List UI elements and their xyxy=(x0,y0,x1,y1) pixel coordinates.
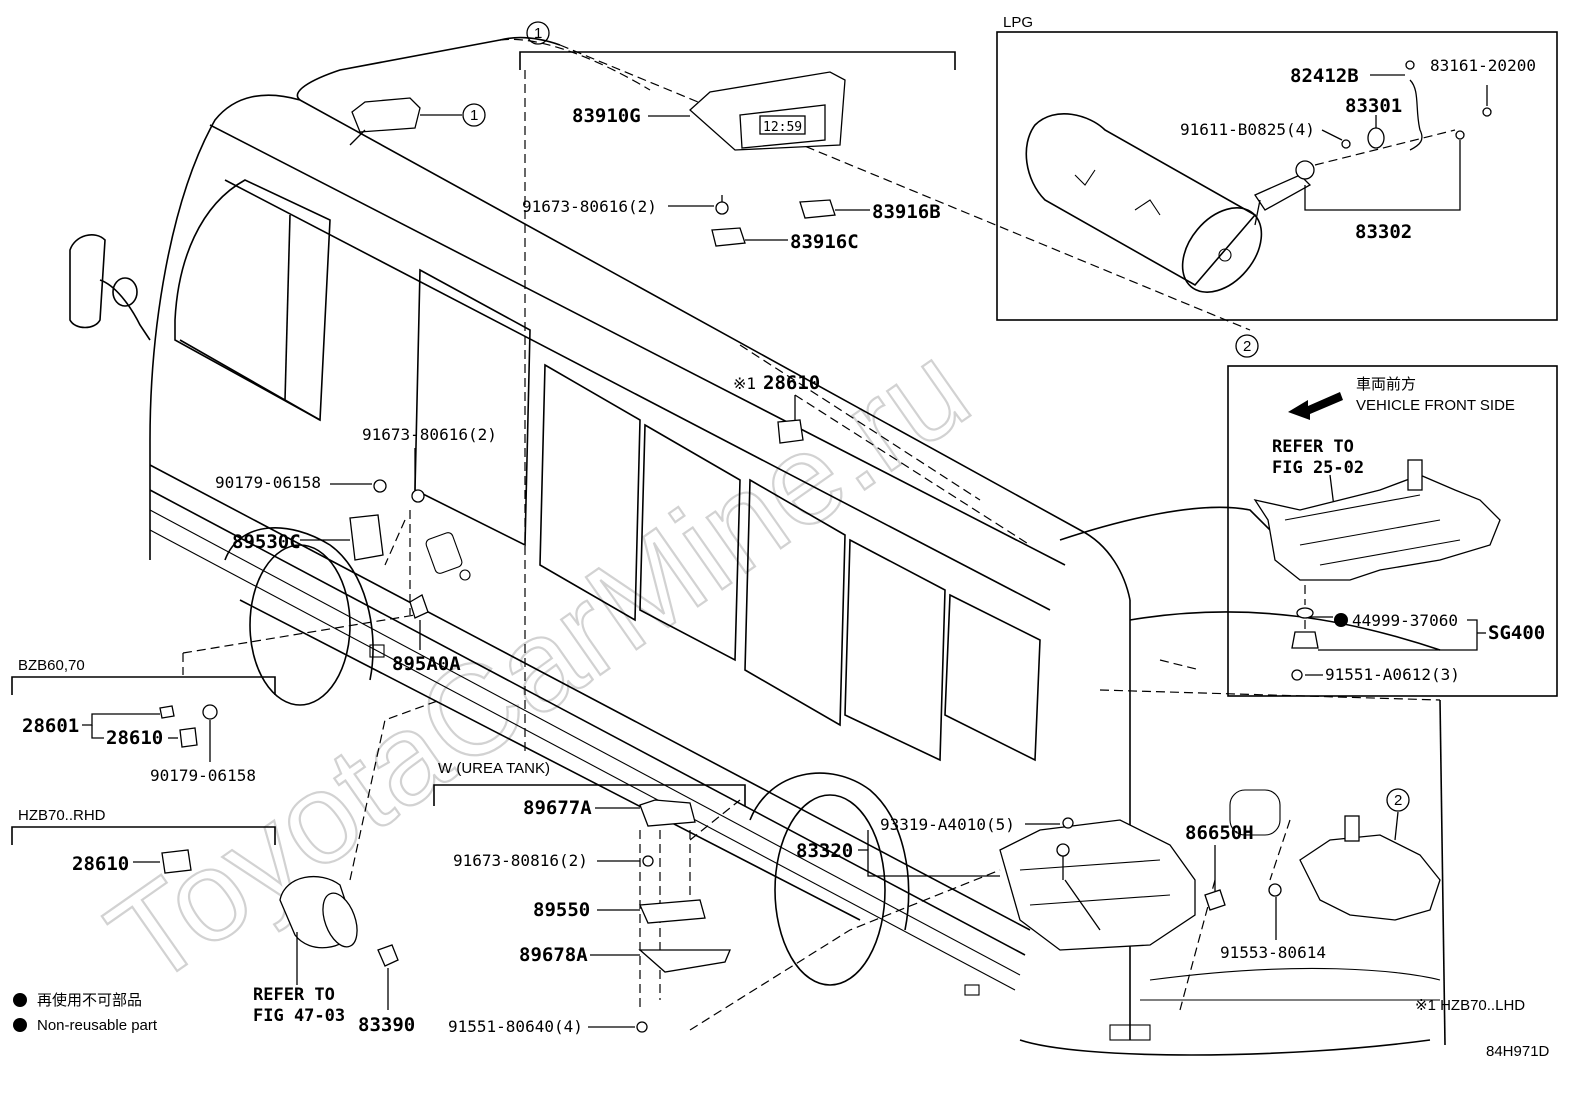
part-SG400[interactable]: SG400 xyxy=(1488,622,1545,644)
dashed-leaders xyxy=(182,70,1441,1031)
bzb-title: BZB60,70 xyxy=(18,657,85,674)
arrow-left-icon xyxy=(1288,392,1343,420)
part-91673-80616-top[interactable]: 91673-80616(2) xyxy=(522,197,657,216)
bracket-83916C-shape xyxy=(711,227,746,247)
part-91673-80816[interactable]: 91673-80816(2) xyxy=(453,851,588,870)
inset-2: 2 車両前方 VEHICLE FRONT SIDE REFER TO FIG 2… xyxy=(1227,334,1558,697)
part-89530C[interactable]: 89530C xyxy=(232,531,301,553)
legend-en: Non-reusable part xyxy=(37,1017,158,1034)
part-89678A[interactable]: 89678A xyxy=(519,944,588,966)
part-83161-20200[interactable]: 83161-20200 xyxy=(1430,56,1536,75)
legend-dot-en-icon xyxy=(13,1018,27,1032)
part-83916C[interactable]: 83916C xyxy=(790,231,859,253)
callout-1-roof xyxy=(462,103,486,127)
part-28610-main[interactable]: 28610 xyxy=(763,372,820,394)
part-83301[interactable]: 83301 xyxy=(1345,95,1402,117)
refer-fig-horn: FIG 47-03 xyxy=(253,1006,345,1026)
clock-display: 12:59 xyxy=(763,120,802,135)
part-91553-80614[interactable]: 91553-80614 xyxy=(1220,943,1326,962)
part-86650H[interactable]: 86650H xyxy=(1185,822,1254,844)
part-91551-80640[interactable]: 91551-80640(4) xyxy=(448,1017,583,1036)
callout-2-rear-label: 2 xyxy=(1394,792,1402,809)
refer-to-horn: REFER TO xyxy=(253,985,335,1005)
lpg-inset-box xyxy=(996,31,1558,321)
urea-section: W (UREA TANK) 89677A 91673-80816(2) 8955… xyxy=(433,760,746,1036)
refer-to-inset: REFER TO xyxy=(1272,437,1354,457)
legend-dot-jp-icon xyxy=(13,993,27,1007)
inset-2-box xyxy=(1227,365,1558,697)
overhead-clock-part: 12:59 xyxy=(689,71,846,151)
refer-fig-inset: FIG 25-02 xyxy=(1272,458,1364,478)
front-direction-jp: 車両前方 xyxy=(1356,376,1416,393)
front-direction-en: VEHICLE FRONT SIDE xyxy=(1356,397,1515,414)
part-91611-B0825[interactable]: 91611-B0825(4) xyxy=(1180,120,1315,139)
lpg-inset: LPG 82412B 83161-20200 83301 91611-B0825… xyxy=(996,14,1558,321)
lpg-tank xyxy=(1025,113,1263,293)
horn-section: REFER TO FIG 47-03 83390 xyxy=(253,875,415,1036)
rear-tank-section: 93319-A4010(5) 83320 xyxy=(796,815,1196,951)
bzb-section: BZB60,70 28601 28610 90179-06158 xyxy=(11,657,276,785)
part-83910G[interactable]: 83910G xyxy=(572,105,641,127)
part-91551-A0612[interactable]: 91551-A0612(3) xyxy=(1325,665,1460,684)
bracket-83916B-shape xyxy=(799,199,836,219)
bolt-icon xyxy=(715,201,729,215)
bus-body xyxy=(69,36,1446,1056)
rear-right-section: 86650H 91553-80614 2 xyxy=(1185,788,1441,962)
center-parts: ※1 28610 91673-80616(2) 90179-06158 8953… xyxy=(215,372,820,675)
part-93319-A4010[interactable]: 93319-A4010(5) xyxy=(880,815,1015,834)
legend: 再使用不可部品 Non-reusable part xyxy=(13,992,158,1034)
roof-part: 1 xyxy=(349,97,486,146)
part-28601[interactable]: 28601 xyxy=(22,715,79,737)
part-83320[interactable]: 83320 xyxy=(796,840,853,862)
legend-jp: 再使用不可部品 xyxy=(37,992,142,1009)
part-89677A[interactable]: 89677A xyxy=(523,797,592,819)
part-44999-37060[interactable]: 44999-37060 xyxy=(1352,611,1458,630)
callout-2-inset-label: 2 xyxy=(1243,338,1251,355)
part-82412B[interactable]: 82412B xyxy=(1290,65,1359,87)
callout-2-rear xyxy=(1386,788,1410,812)
footnote-lhd: ※1 HZB70..LHD xyxy=(1415,997,1525,1014)
part-89550[interactable]: 89550 xyxy=(533,899,590,921)
lpg-title: LPG xyxy=(1003,14,1033,31)
callout-1-top xyxy=(526,21,550,45)
top-detail-section: 1 12:59 83910G 91673-80616(2) 83916B 839… xyxy=(519,21,956,253)
non-reusable-dot-icon xyxy=(1334,613,1348,627)
part-83390[interactable]: 83390 xyxy=(358,1014,415,1036)
urea-title: W (UREA TANK) xyxy=(438,760,550,777)
part-83916B[interactable]: 83916B xyxy=(872,201,941,223)
part-90179-06158-mid[interactable]: 90179-06158 xyxy=(215,473,321,492)
callout-1-top-label: 1 xyxy=(534,25,542,42)
diagram-code: 84H971D xyxy=(1486,1043,1550,1060)
note-1-mark: ※1 xyxy=(733,374,756,393)
hzb-rhd-title: HZB70..RHD xyxy=(18,807,106,824)
hzb-rhd-section: HZB70..RHD 28610 xyxy=(11,807,276,875)
part-28610-hzb[interactable]: 28610 xyxy=(72,853,129,875)
part-90179-06158-bzb[interactable]: 90179-06158 xyxy=(150,766,256,785)
part-28610-bzb[interactable]: 28610 xyxy=(106,727,163,749)
callout-1-roof-label: 1 xyxy=(470,107,478,124)
part-83302[interactable]: 83302 xyxy=(1355,221,1412,243)
part-895A0A[interactable]: 895A0A xyxy=(392,653,461,675)
callout-2-inset xyxy=(1235,334,1259,358)
part-91673-80616-mid[interactable]: 91673-80616(2) xyxy=(362,425,497,444)
